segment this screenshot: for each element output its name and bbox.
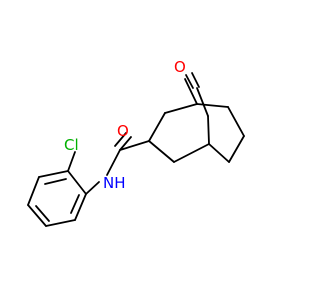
bond-c4-c5 — [173, 143, 210, 163]
bond-carbonyl-n — [106, 149, 121, 176]
ring-bond-3 — [27, 176, 40, 206]
bond-c11-c5 — [208, 143, 230, 163]
ring-bond-1 — [67, 170, 87, 195]
molecule-structure: O O NH Cl — [27, 58, 245, 227]
bond-c3-carbonyl — [119, 140, 150, 151]
bicyclo-skeleton — [148, 78, 245, 163]
bond-c9-c10 — [227, 106, 245, 137]
bond-c10-c11 — [228, 135, 245, 163]
molecule-canvas: O O NH Cl — [27, 58, 245, 227]
amide-nitrogen-label: NH — [103, 174, 126, 192]
ring-bond-5 — [45, 219, 76, 227]
bond-c8-c9 — [196, 103, 229, 108]
ketone-double-bond-a — [185, 74, 194, 89]
bond-bridge-c1 — [196, 87, 209, 117]
bond-ring-cl — [67, 151, 76, 172]
ring-inner-bond-1 — [44, 178, 67, 185]
chlorophenyl-ring: Cl — [27, 136, 87, 227]
amide-oxygen-label: O — [117, 122, 129, 140]
ring-bond-4 — [27, 204, 47, 227]
amide-double-bond-b — [114, 132, 127, 147]
ring-inner-bond-3 — [70, 194, 80, 214]
ketone-double-bond-b — [191, 72, 200, 88]
ketone-oxygen-label: O — [174, 58, 186, 76]
ring-bond-6 — [74, 193, 87, 221]
bond-c2-c3 — [148, 112, 166, 142]
chlorine-label: Cl — [64, 136, 79, 154]
amide-group: O NH — [85, 122, 150, 195]
bond-c8-c2 — [164, 103, 198, 114]
ring-bond-2 — [38, 170, 69, 178]
bond-c3-c4 — [148, 140, 175, 163]
bond-c1-c8 — [184, 78, 198, 105]
ketone-group: O — [174, 58, 200, 89]
amide-double-bond-a — [119, 136, 132, 151]
bond-c5-bridge — [207, 115, 210, 145]
bond-n-aryl — [85, 181, 100, 195]
ring-inner-bond-2 — [35, 205, 50, 222]
